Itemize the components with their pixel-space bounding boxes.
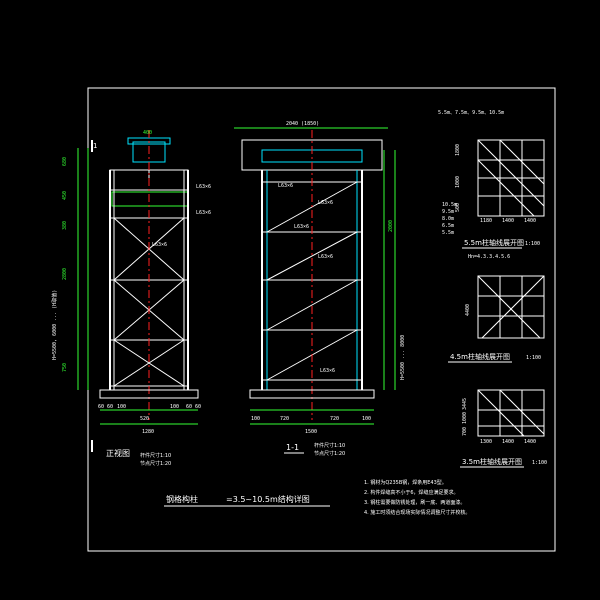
unfold-55-height-3: 8.0m: [442, 216, 454, 222]
front-bottom-total: 1280: [142, 429, 154, 435]
front-top-dim: 400: [143, 130, 152, 136]
unfold-55-height-4: 6.5m: [442, 223, 454, 229]
unfold-55-title: 5.5m柱轴线展开图: [464, 238, 524, 247]
grid-45-frame: [477, 275, 545, 339]
section-bottom-dim-2: 720: [280, 416, 289, 422]
unfold-55-left-dim-1: 1800: [455, 144, 461, 156]
unfold-55-height-1: 10.5m: [442, 202, 457, 208]
section-bottom-dim-1: 100: [251, 416, 260, 422]
front-brace: [113, 339, 185, 387]
main-title-label: 钢格构柱: [166, 494, 198, 504]
unfold-55-height-2: 9.5m: [442, 209, 454, 215]
grid-diag: [499, 139, 545, 185]
section-brace-label-3: L63×6: [294, 224, 309, 230]
grid-diag: [477, 139, 545, 207]
front-view: [77, 130, 199, 452]
unfold-55-height-5: 5.5m: [442, 230, 454, 236]
front-brace-label-2: L63×6: [196, 210, 211, 216]
unfold-45-left-dim: 4400: [465, 304, 471, 316]
unfold-35-grid: [477, 389, 545, 437]
note-3: 3. 钢柱需要做防锈处理，刷一底、两道面漆。: [364, 499, 465, 506]
section-bottom-dim-4: 100: [362, 416, 371, 422]
unfold-35-title: 3.5m柱轴线展开图: [462, 457, 522, 466]
unfold-45-grid: [477, 275, 545, 339]
front-bottom-dim-1: 60 60: [98, 404, 113, 410]
unfold-55-bottom-dim-1: 1180: [480, 218, 492, 224]
section-brace: [266, 231, 358, 281]
unfold-35-bottom-dim-1: 1300: [480, 439, 492, 445]
front-side-dim-1: 680: [62, 157, 68, 166]
front-base-plate: [99, 389, 199, 399]
front-brace-label-1: L63×6: [196, 184, 211, 190]
unfold-35-scale: 1:100: [532, 460, 547, 466]
unfold-55-bottom-dim-2: 1400: [502, 218, 514, 224]
front-brace-label-3: L63×6: [152, 242, 167, 248]
front-head-plate: [111, 191, 189, 207]
front-view-title: 正视图: [106, 448, 130, 458]
unfold-35-left-dim-3: 700: [462, 427, 468, 436]
unfold-35-bottom-dim-3: 1400: [524, 439, 536, 445]
grid-diag: [499, 389, 545, 435]
grid-diag: [477, 389, 525, 437]
front-side-note: H=5500, 6000 ... (H取值): [51, 290, 58, 360]
section-brace-label-4: L63×6: [318, 254, 333, 260]
front-scale-node: 节点尺寸1:20: [140, 460, 171, 467]
unfold-55-note: Hn=4.3.3.4.5.6: [468, 254, 510, 260]
note-2: 2. 构件焊缝高不小于6，焊缝应满足要求。: [364, 489, 459, 496]
main-title-range: =3.5~10.5m结构详图: [226, 494, 310, 504]
front-side-dim-3: 380: [62, 221, 68, 230]
section-bottom-total: 1500: [305, 429, 317, 435]
section-side-dim-2: H=5500 ... 8000: [400, 335, 406, 380]
section-scale-member: 杆件尺寸1:10: [314, 442, 345, 449]
unfold-45-title: 4.5m柱轴线展开图: [450, 352, 510, 361]
unfold-35-left-dim-1: 3445: [462, 398, 468, 410]
front-bottom-dim-5: 60 60: [186, 404, 201, 410]
unfold-55-left-dim-3: 500: [455, 203, 461, 212]
front-bottom-dim-4: 100: [170, 404, 179, 410]
unfold-55-left-dim-2: 1000: [455, 176, 461, 188]
front-bottom-dim-2: 100: [117, 404, 126, 410]
note-4: 4. 施工时须结合现场实际情况调整尺寸并校核。: [364, 509, 470, 516]
note-1: 1. 钢材为Q235B钢，焊条用E43型。: [364, 479, 447, 486]
grid-diag: [477, 159, 535, 217]
unfold-55-scale: 1:100: [525, 241, 540, 247]
grid-35-frame: [477, 389, 545, 437]
front-bottom-dim-3: 520: [140, 416, 149, 422]
section-side-dim-1: 2000: [388, 220, 394, 232]
section-view: [234, 127, 396, 425]
section-base-plate: [249, 389, 375, 399]
grid-diag: [481, 275, 545, 339]
sheet-frame: [87, 87, 556, 552]
unfold-55-grid: [477, 139, 545, 217]
section-brace-label-2: L63×6: [318, 200, 333, 206]
unfold-35-left-dim-2: 1000: [462, 412, 468, 424]
unfold-55-header: 5.5m、7.5m、9.5m、10.5m: [438, 110, 504, 116]
front-side-dim-4: 2800: [62, 268, 68, 280]
section-brace-label-5: L63×6: [320, 368, 335, 374]
unfold-45-scale: 1:100: [526, 355, 541, 361]
section-bottom-dim-3: 720: [330, 416, 339, 422]
section-brace-label-1: L63×6: [278, 183, 293, 189]
section-view-title: 1-1: [286, 443, 299, 452]
front-section-marker: 1: [93, 142, 97, 150]
front-side-dim-5: 750: [62, 363, 68, 372]
front-scale-member: 杆件尺寸1:10: [140, 452, 171, 459]
unfold-55-bottom-dim-3: 1400: [524, 218, 536, 224]
grid-diag: [477, 275, 541, 339]
section-brace: [266, 279, 358, 331]
unfold-35-bottom-dim-2: 1400: [502, 439, 514, 445]
section-scale-node: 节点尺寸1:20: [314, 450, 345, 457]
front-side-dim-2: 450: [62, 191, 68, 200]
section-top-dim: 2040 (1850): [286, 121, 319, 127]
